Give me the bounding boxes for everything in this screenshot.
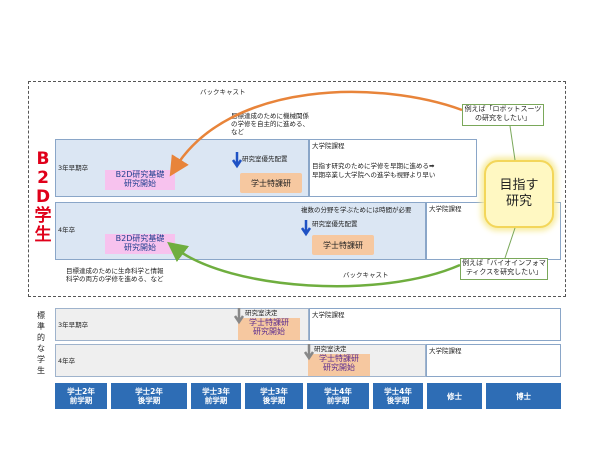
semester-cell: 学士3年 前学期 bbox=[191, 383, 241, 409]
lab-priority-arrow-early bbox=[231, 152, 243, 169]
standard-label-char: 的 bbox=[37, 333, 45, 342]
bio-note: 目標達成のために生命科学と情報 科学の両方の学修を進める、など bbox=[66, 267, 164, 283]
backcast-label-bottom: バックキャスト bbox=[343, 271, 389, 279]
semester-cell: 学士4年 前学期 bbox=[307, 383, 369, 409]
callout-bio-connector bbox=[504, 227, 516, 259]
b2d-research-box-regular: B2D研究基礎 研究開始 bbox=[105, 234, 175, 254]
std-special-box-regular: 学士特課研 研究開始 bbox=[308, 354, 370, 376]
b2d-regular-row-label: 4年卒 bbox=[58, 226, 76, 234]
multi-field-note: 複数の分野を学ぶためには時間が必要 bbox=[301, 206, 412, 214]
semester-cell: 博士 bbox=[486, 383, 561, 409]
b2d-section-frame bbox=[28, 81, 566, 297]
b2d-label-char: B bbox=[36, 149, 50, 169]
standard-label-char: な bbox=[37, 344, 45, 353]
callout-robot: 例えば「ロボットスーツ の研究をしたい」 bbox=[462, 104, 544, 126]
backcast-label-top: バックキャスト bbox=[200, 88, 246, 96]
std-early-grad-row bbox=[309, 308, 561, 341]
lab-decided-arrow-early bbox=[233, 308, 245, 325]
semester-cell: 学士3年 後学期 bbox=[245, 383, 303, 409]
lab-priority-arrow-regular bbox=[300, 220, 312, 237]
mechanical-note: 目標達成のために機械関係 の学修を自主的に進める、 など bbox=[231, 112, 309, 136]
lab-decided-label-early: 研究室決定 bbox=[245, 309, 278, 317]
grad-label: 大学院課程 bbox=[429, 205, 462, 213]
special-research-box-early: 学士特課研 bbox=[240, 173, 302, 193]
semester-timeline: 学士2年 前学期 学士2年 後学期 学士3年 前学期 学士3年 後学期 学士4年… bbox=[55, 383, 561, 409]
grad-label: 大学院課程 bbox=[312, 142, 345, 150]
std-regular-grad-row bbox=[426, 344, 561, 377]
standard-label-char: 準 bbox=[37, 322, 45, 331]
lab-decided-arrow-regular bbox=[303, 344, 315, 361]
semester-cell: 学士4年 後学期 bbox=[373, 383, 423, 409]
b2d-label-char: 学 bbox=[34, 206, 52, 226]
b2d-research-box-early: B2D研究基礎 研究開始 bbox=[105, 170, 175, 190]
special-research-box-regular: 学士特課研 bbox=[312, 235, 374, 255]
lab-priority-label-regular: 研究室優先配置 bbox=[312, 220, 358, 228]
b2d-vertical-label: B 2 D 学 生 bbox=[33, 150, 53, 245]
lab-decided-label-regular: 研究室決定 bbox=[314, 345, 347, 353]
callout-bio: 例えば「バイオインフォマ ティクスを研究したい」 bbox=[460, 258, 548, 280]
std-special-box-early: 学士特課研 研究開始 bbox=[238, 318, 300, 340]
std-early-row-label: 3年早期卒 bbox=[58, 321, 89, 329]
backcast-arrow-bottom bbox=[167, 241, 461, 288]
standard-vertical-label: 標 準 的 な 学 生 bbox=[35, 310, 47, 376]
callout-robot-connector bbox=[509, 125, 516, 161]
semester-cell: 学士2年 後学期 bbox=[111, 383, 187, 409]
standard-label-char: 標 bbox=[37, 311, 45, 320]
standard-label-char: 生 bbox=[37, 366, 45, 375]
semester-cell: 学士2年 前学期 bbox=[55, 383, 107, 409]
b2d-early-row-label: 3年早期卒 bbox=[58, 164, 89, 172]
grad-label: 大学院課程 bbox=[429, 347, 462, 355]
lab-priority-label-early: 研究室優先配置 bbox=[242, 155, 288, 163]
graduate-note: 目指す研究のために学修を早期に進める➡ 早期卒業し大学院への進学も視野より早い bbox=[312, 162, 436, 179]
goal-research-box: 目指す 研究 bbox=[484, 160, 554, 228]
std-regular-row-label: 4年卒 bbox=[58, 357, 76, 365]
backcast-arrow-top bbox=[169, 90, 463, 177]
b2d-label-char: 2 bbox=[37, 168, 49, 188]
semester-cell: 修士 bbox=[427, 383, 482, 409]
b2d-early-grad-row bbox=[309, 139, 477, 197]
b2d-label-char: 生 bbox=[34, 225, 52, 245]
grad-label: 大学院課程 bbox=[312, 311, 345, 319]
standard-label-char: 学 bbox=[37, 355, 45, 364]
b2d-label-char: D bbox=[35, 187, 51, 207]
